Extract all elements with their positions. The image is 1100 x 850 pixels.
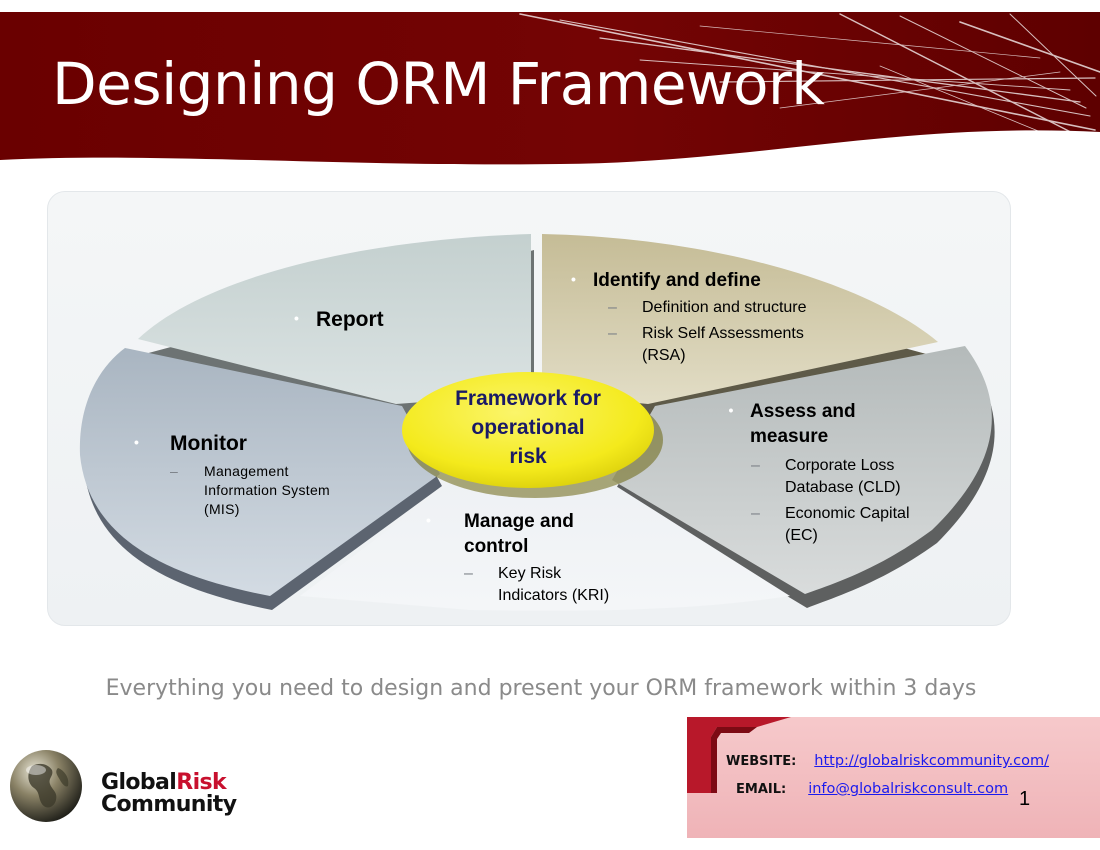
list-item-text: Corporate Loss Database (CLD) <box>785 457 901 496</box>
brand-line2: Community <box>101 792 237 817</box>
dash-icon: – <box>464 565 473 582</box>
segment-monitor-title: Monitor <box>170 432 247 455</box>
segment-manage <box>300 476 790 611</box>
dash-icon: – <box>608 325 617 342</box>
segment-report-text: • Report <box>294 307 384 332</box>
segment-identify-title: Identify and define <box>593 270 761 291</box>
tagline: Everything you need to design and presen… <box>105 676 977 701</box>
list-item: – Risk Self Assessments (RSA) <box>608 323 871 367</box>
dash-icon: – <box>170 463 178 479</box>
website-link[interactable]: http://globalriskcommunity.com/ <box>814 753 1050 769</box>
email-label: EMAIL: <box>736 782 787 797</box>
list-item: – Definition and structure <box>608 297 871 319</box>
bullet-icon: • <box>728 402 734 418</box>
segment-report <box>138 234 531 404</box>
list-item: – Key Risk Indicators (KRI) <box>464 563 656 607</box>
segment-assess-title: Assess and measure <box>750 401 856 447</box>
list-item-text: Management Information System (MIS) <box>204 463 330 517</box>
segment-assess-text: • Assess and measure – Corporate Loss Da… <box>712 399 962 551</box>
bullet-icon: • <box>571 271 576 287</box>
brand-wordmark: GlobalRisk Community <box>101 770 237 817</box>
dash-icon: – <box>751 505 760 522</box>
list-item-text: Risk Self Assessments (RSA) <box>642 325 804 364</box>
segment-identify-text: • Identify and define – Definition and s… <box>571 268 871 371</box>
dash-icon: – <box>608 299 617 316</box>
center-label-line: Framework for <box>455 387 601 410</box>
bullet-icon: • <box>294 310 299 326</box>
segment-identify <box>542 234 938 404</box>
center-ellipse <box>402 372 654 488</box>
list-item: – Economic Capital (EC) <box>751 503 962 547</box>
list-item-text: Definition and structure <box>642 299 807 316</box>
website-label: WEBSITE: <box>726 754 797 769</box>
list-item: – Corporate Loss Database (CLD) <box>751 455 962 499</box>
website-row: WEBSITE: http://globalriskcommunity.com/ <box>726 753 1049 769</box>
corner-arrow-icon <box>687 717 791 793</box>
list-item: – Management Information System (MIS) <box>170 462 374 519</box>
list-item-text: Economic Capital (EC) <box>785 505 910 544</box>
slide-title: Designing ORM Framework <box>52 50 825 118</box>
dash-icon: – <box>751 457 760 474</box>
brand-part1: Global <box>101 770 177 795</box>
email-row: EMAIL: info@globalriskconsult.com <box>736 781 1008 797</box>
globe-logo <box>10 750 82 822</box>
segment-report-title: Report <box>316 308 384 331</box>
segment-manage-text: • Manage and control – Key Risk Indicato… <box>426 509 656 611</box>
email-link[interactable]: info@globalriskconsult.com <box>808 781 1009 797</box>
center-label-line: operational <box>471 416 585 439</box>
header-band <box>0 12 1100 165</box>
page-number: 1 <box>1019 788 1031 810</box>
segment-monitor <box>79 348 441 596</box>
brand-part2: Risk <box>176 770 227 795</box>
bullet-icon: • <box>426 512 431 528</box>
segment-manage-title: Manage and control <box>464 511 574 557</box>
center-label: Framework for operational risk <box>410 384 646 471</box>
list-item-text: Key Risk Indicators (KRI) <box>498 565 610 604</box>
contact-box <box>687 717 1100 838</box>
bullet-icon: • <box>134 434 139 450</box>
segment-assess <box>612 346 992 594</box>
segment-monitor-text: • Monitor – Management Information Syste… <box>134 431 374 523</box>
center-label-line: risk <box>509 445 547 468</box>
